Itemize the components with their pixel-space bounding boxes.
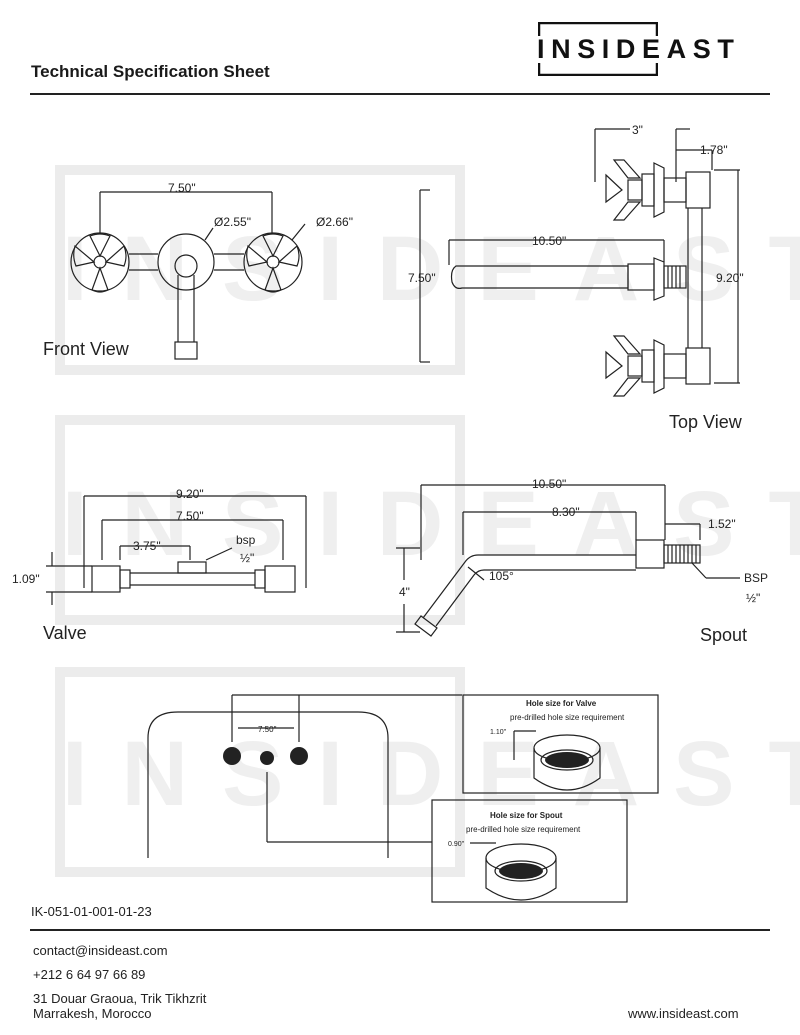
valve-box-title: Hole size for Valve (526, 699, 597, 708)
footer-address-line2: Marrakesh, Morocco (33, 1006, 152, 1021)
spout-box-subtitle: pre-drilled hole size requirement (466, 825, 581, 834)
spout-box-title: Hole size for Spout (490, 811, 563, 820)
watermark-text-1: INSIDEAST (62, 218, 800, 320)
spout-hole (260, 751, 274, 765)
valve-hole-left (223, 747, 241, 765)
front-dim-dia-spout: Ø2.55" (214, 215, 251, 229)
top-dim-178: 1.78" (700, 143, 728, 157)
footer-rule (30, 929, 770, 931)
valve-hole-fill (545, 752, 589, 768)
footer-email[interactable]: contact@insideast.com (33, 943, 168, 958)
valve-dim-375: 3.75" (133, 539, 161, 553)
header-rule (30, 93, 770, 95)
spout-box-dim: 0.90" (448, 841, 465, 848)
footer-phone[interactable]: +212 6 64 97 66 89 (33, 967, 146, 982)
valve-dim-109: 1.09" (12, 572, 40, 586)
page-title: Technical Specification Sheet (31, 62, 270, 81)
logo-frame (538, 22, 658, 76)
front-view-drawing (70, 191, 306, 360)
spout-angle: 105° (489, 569, 514, 583)
top-view-label: Top View (669, 412, 742, 432)
install-dim-750: 7.50" (258, 725, 277, 734)
watermark-frame-1 (55, 165, 465, 375)
valve-box-dim: 1.10" (490, 729, 507, 736)
logo: INSIDEAST (535, 34, 743, 64)
front-view-label: Front View (43, 339, 129, 359)
top-dim-750: 7.50" (408, 271, 436, 285)
watermark-frame-2 (55, 415, 465, 625)
top-dim-3: 3" (632, 123, 643, 137)
top-view-drawing (419, 128, 740, 397)
footer-address-line1: 31 Douar Graoua, Trik Tikhzrit (33, 991, 207, 1006)
spout-view-label: Spout (700, 625, 748, 645)
footer-website[interactable]: www.insideast.com (628, 1006, 739, 1021)
front-dim-750: 7.50" (168, 181, 196, 195)
valve-view-drawing (46, 495, 307, 605)
watermark-frame-3 (55, 667, 465, 877)
spout-view-drawing (396, 484, 740, 637)
valve-box-subtitle: pre-drilled hole size requirement (510, 713, 625, 722)
spout-bsp: BSP (744, 571, 768, 585)
spout-dim-1050: 10.50" (532, 477, 566, 491)
valve-bsp-size: ½" (240, 551, 254, 565)
top-dim-920: 9.20" (716, 271, 744, 285)
document-code: IK-051-01-001-01-23 (31, 904, 152, 919)
spout-dim-4: 4" (399, 585, 410, 599)
valve-hole-right (290, 747, 308, 765)
valve-bsp: bsp (236, 533, 256, 547)
watermark-text-3: INSIDEAST (62, 723, 800, 825)
valve-dim-920: 9.20" (176, 487, 204, 501)
valve-dim-750: 7.50" (176, 509, 204, 523)
spout-hole-fill (499, 863, 543, 879)
spout-bsp-size: ½" (746, 591, 760, 605)
spout-dim-830: 8.30" (552, 505, 580, 519)
valve-view-label: Valve (43, 623, 87, 643)
top-dim-1050: 10.50" (532, 234, 566, 248)
install-diagram (147, 694, 659, 903)
spout-dim-152: 1.52" (708, 517, 736, 531)
front-dim-dia-handle: Ø2.66" (316, 215, 353, 229)
